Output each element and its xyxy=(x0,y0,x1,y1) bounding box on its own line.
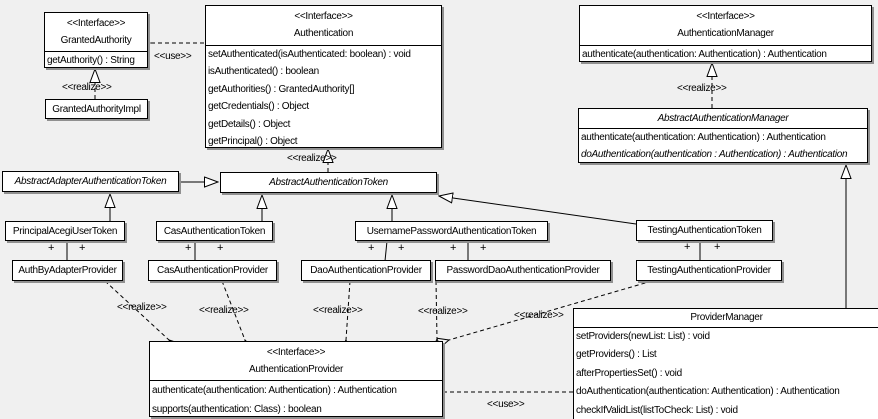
multiplicity-plus: + xyxy=(480,242,487,254)
stereotype-label: <<Interface>> xyxy=(66,18,126,29)
edge-realize-passworddaoprovider xyxy=(436,280,437,339)
label-use-providermanager: <<use>> xyxy=(487,399,525,410)
class-name: Authentication xyxy=(293,28,354,39)
edge-assoc-usernamepassword-daoprovider xyxy=(384,240,388,262)
edge-realize-authbyadapter-provider xyxy=(104,280,169,340)
class-testing-authentication-provider[interactable]: TestingAuthenticationProvider xyxy=(636,260,782,281)
label-realize-abstracttoken: <<realize>> xyxy=(287,153,337,164)
multiplicity-plus: + xyxy=(217,242,224,254)
edge-realize-daoprovider xyxy=(346,280,350,340)
multiplicity-plus: + xyxy=(398,242,405,254)
multiplicity-plus: + xyxy=(368,242,375,254)
class-granted-authority-impl[interactable]: GrantedAuthorityImpl xyxy=(45,99,148,119)
label-realize-abstractmanager: <<realize>> xyxy=(677,83,727,94)
method: authenticate(authentication: Authenticat… xyxy=(152,385,397,396)
multiplicity-plus: + xyxy=(684,241,691,253)
method: getAuthority() : String xyxy=(47,55,135,66)
class-authentication[interactable]: <<Interface>> Authentication setAuthenti… xyxy=(205,5,442,148)
class-granted-authority[interactable]: <<Interface>> GrantedAuthority getAuthor… xyxy=(44,12,148,68)
label-realize-daoprovider: <<realize>> xyxy=(313,305,363,316)
class-name: GrantedAuthorityImpl xyxy=(52,103,141,115)
method: setAuthenticated(isAuthenticated: boolea… xyxy=(208,49,411,60)
stereotype-label: <<Interface>> xyxy=(696,11,755,22)
class-name: ProviderManager xyxy=(690,312,763,323)
label-realize-grantedauthorityimpl: <<realize>> xyxy=(62,82,112,93)
class-provider-manager[interactable]: ProviderManager setProviders(newList: Li… xyxy=(573,308,878,419)
label-realize-authbyadapter: <<realize>> xyxy=(117,302,167,313)
class-name: PasswordDaoAuthenticationProvider xyxy=(446,265,600,276)
class-name: CasAuthenticationToken xyxy=(163,225,266,237)
method: afterPropertiesSet() : void xyxy=(576,367,682,379)
class-name: AuthenticationProvider xyxy=(248,364,343,375)
method: checkIfValidList(listToCheck: List) : vo… xyxy=(576,404,738,416)
class-testing-authentication-token[interactable]: TestingAuthenticationToken xyxy=(636,220,773,241)
class-username-password-authentication-token[interactable]: UsernamePasswordAuthenticationToken xyxy=(355,221,548,241)
class-authentication-provider[interactable]: <<Interface>> AuthenticationProvider aut… xyxy=(149,341,443,417)
multiplicity-plus: + xyxy=(450,242,457,254)
method: getAuthorities() : GrantedAuthority[] xyxy=(208,83,355,95)
method: doAuthentication(authentication: Authent… xyxy=(576,386,840,398)
class-auth-by-adapter-provider[interactable]: AuthByAdapterProvider xyxy=(12,260,123,281)
edge-realize-casprovider xyxy=(221,280,245,340)
edge-gen-testingtoken-to-abstracttoken xyxy=(439,196,637,225)
class-name: TestingAuthenticationToken xyxy=(647,225,762,236)
class-name: AbstractAdapterAuthenticationToken xyxy=(14,176,167,187)
class-name: AbstractAuthenticationToken xyxy=(269,177,388,188)
method: getPrincipal() : Object xyxy=(208,136,298,148)
stereotype-label: <<Interface>> xyxy=(266,347,326,358)
method: authenticate(authentication: Authenticat… xyxy=(582,49,827,60)
method: isAuthenticated() : boolean xyxy=(208,66,319,78)
method: doAuthentication(authentication : Authen… xyxy=(581,149,848,161)
class-dao-authentication-provider[interactable]: DaoAuthenticationProvider xyxy=(301,260,431,281)
class-name: AuthenticationManager xyxy=(677,28,774,39)
class-cas-authentication-token[interactable]: CasAuthenticationToken xyxy=(156,221,273,241)
method: getProviders() : List xyxy=(576,349,657,361)
multiplicity-plus: + xyxy=(48,242,55,254)
method: getCredentials() : Object xyxy=(208,101,309,113)
class-abstract-authentication-manager[interactable]: AbstractAuthenticationManager authentica… xyxy=(578,108,868,163)
class-name: DaoAuthenticationProvider xyxy=(310,265,422,276)
class-name: AuthByAdapterProvider xyxy=(18,265,117,276)
method: authenticate(authentication: Authenticat… xyxy=(581,132,826,143)
label-realize-casprovider: <<realize>> xyxy=(199,305,249,316)
method: getDetails() : Object xyxy=(208,118,291,130)
edge-realize-testingprovider xyxy=(449,280,653,340)
class-name: CasAuthenticationProvider xyxy=(157,265,268,276)
class-authentication-manager[interactable]: <<Interface>> AuthenticationManager auth… xyxy=(579,5,872,62)
class-name: AbstractAuthenticationManager xyxy=(657,113,789,124)
multiplicity-plus: + xyxy=(185,242,192,254)
class-name: PrincipalAcegiUserToken xyxy=(12,225,118,237)
multiplicity-plus: + xyxy=(79,242,86,254)
class-name: TestingAuthenticationProvider xyxy=(647,265,771,276)
class-password-dao-authentication-provider[interactable]: PasswordDaoAuthenticationProvider xyxy=(435,260,611,281)
class-abstract-adapter-authentication-token[interactable]: AbstractAdapterAuthenticationToken xyxy=(2,171,179,192)
class-name: UsernamePasswordAuthenticationToken xyxy=(366,225,537,237)
method: supports(authentication: Class) : boolea… xyxy=(152,404,322,415)
label-realize-testingprovider: <<realize>> xyxy=(514,310,564,321)
label-use-authentication-grantedauthority: <<use>> xyxy=(154,51,192,62)
method: setProviders(newList: List) : void xyxy=(576,331,710,342)
stereotype-label: <<Interface>> xyxy=(294,11,353,22)
label-realize-passworddao: <<realize>> xyxy=(418,306,468,317)
class-principal-acegi-user-token[interactable]: PrincipalAcegiUserToken xyxy=(5,221,125,241)
class-cas-authentication-provider[interactable]: CasAuthenticationProvider xyxy=(148,260,277,281)
class-name: GrantedAuthority xyxy=(60,35,132,46)
class-abstract-authentication-token[interactable]: AbstractAuthenticationToken xyxy=(220,172,437,193)
multiplicity-plus: + xyxy=(714,241,721,253)
